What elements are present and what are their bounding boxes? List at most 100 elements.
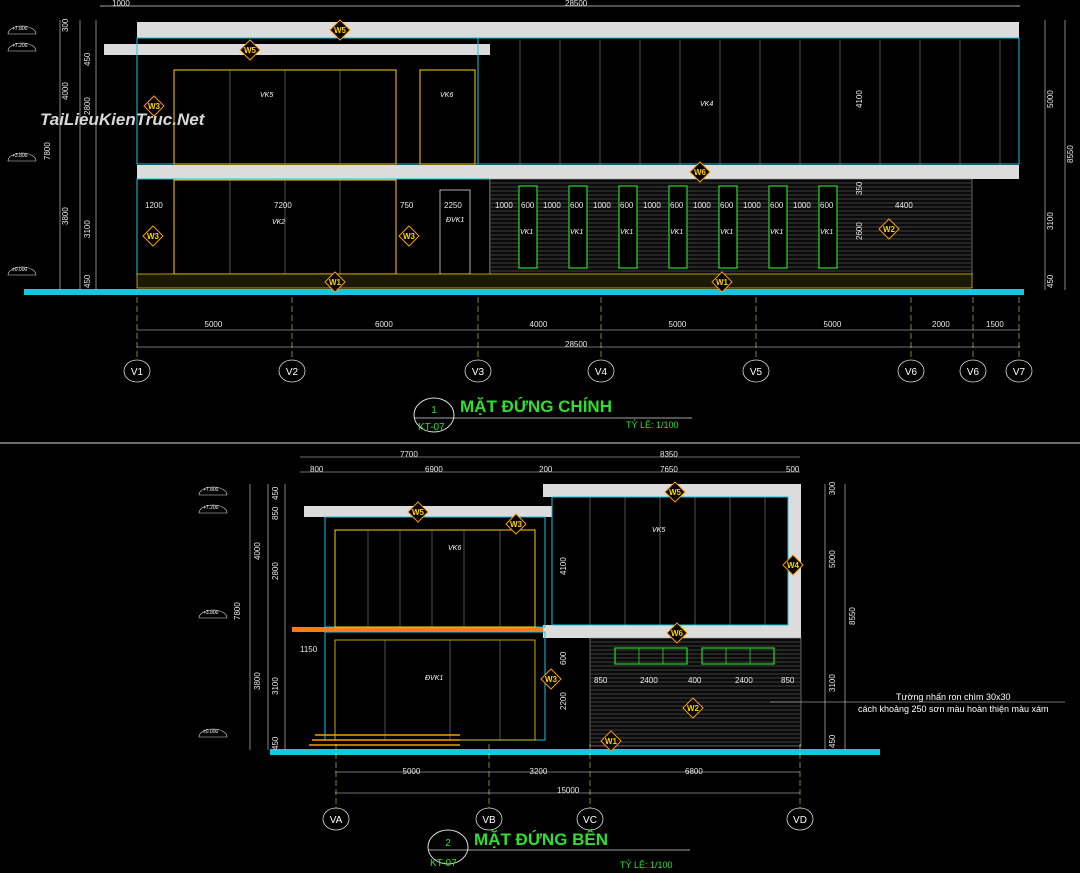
svg-text:4000: 4000 bbox=[61, 82, 70, 100]
svg-text:V5: V5 bbox=[750, 367, 763, 378]
svg-text:450: 450 bbox=[828, 734, 837, 748]
e1-window-vk1-label: VK1 bbox=[620, 229, 633, 236]
svg-text:W4: W4 bbox=[787, 561, 800, 570]
svg-text:3100: 3100 bbox=[1046, 212, 1055, 230]
e1-window-dim: 1000 bbox=[543, 201, 561, 210]
e1-title: MẶT ĐỨNG CHÍNH bbox=[460, 397, 612, 416]
e1-window-dim: 1000 bbox=[743, 201, 761, 210]
svg-text:W5: W5 bbox=[412, 508, 425, 517]
svg-text:W1: W1 bbox=[716, 278, 729, 287]
e2-upper-window-vk6 bbox=[334, 529, 536, 628]
e2-number: 2 bbox=[445, 838, 451, 849]
e2-top-dim-2: 8350 bbox=[660, 450, 678, 459]
e1-right-dims: 5000 8550 3100 450 4100 350 2600 bbox=[855, 20, 1075, 290]
svg-text:4100: 4100 bbox=[559, 557, 568, 575]
svg-text:3100: 3100 bbox=[271, 677, 280, 695]
e1-tag-w1: W1 bbox=[324, 271, 346, 293]
svg-text:750: 750 bbox=[400, 201, 414, 210]
e1-window-vk1-label: VK1 bbox=[820, 229, 833, 236]
e2-grid-bubble-vb: VB bbox=[475, 807, 503, 831]
svg-text:300: 300 bbox=[61, 18, 70, 32]
svg-text:ĐVK1: ĐVK1 bbox=[446, 217, 464, 224]
e2-window-dim: 400 bbox=[688, 676, 702, 685]
e1-window-vk1-label: VK1 bbox=[670, 229, 683, 236]
e1-tag-w1: W1 bbox=[711, 271, 733, 293]
e1-grid-bubble-v1: V1 bbox=[123, 359, 151, 383]
svg-text:350: 350 bbox=[855, 181, 864, 195]
svg-text:V4: V4 bbox=[595, 367, 608, 378]
svg-text:V6: V6 bbox=[905, 367, 918, 378]
e1-window-vk1 bbox=[818, 185, 838, 269]
e1-bottom-dims bbox=[137, 329, 1020, 348]
e2-tag-w2: W2 bbox=[682, 697, 704, 719]
svg-text:W6: W6 bbox=[694, 168, 707, 177]
e2-grid-bubble-vd: VD bbox=[786, 807, 814, 831]
e1-left-dims: 300 450 4000 2800 7800 3800 3100 450 bbox=[43, 18, 97, 290]
e1-tag-w3: W3 bbox=[398, 225, 420, 247]
svg-text:450: 450 bbox=[83, 52, 92, 66]
svg-text:450: 450 bbox=[271, 736, 280, 750]
svg-text:W3: W3 bbox=[403, 232, 416, 241]
svg-text:+7.800: +7.800 bbox=[203, 487, 219, 493]
svg-text:W2: W2 bbox=[883, 225, 896, 234]
e2-sheet: KT-07 bbox=[430, 858, 457, 869]
svg-text:W5: W5 bbox=[669, 488, 682, 497]
e1-roof-slab bbox=[137, 22, 1019, 38]
e2-tag-w4: W4 bbox=[782, 554, 804, 576]
e2-title-block: 2 KT-07 MẶT ĐỨNG BÊN TỶ LỆ: 1/100 bbox=[427, 829, 690, 870]
svg-text:VK2: VK2 bbox=[272, 219, 285, 226]
svg-text:850: 850 bbox=[271, 506, 280, 520]
watermark: TaiLieuKienTruc.Net bbox=[40, 110, 206, 129]
e1-window-dim: 600 bbox=[820, 201, 834, 210]
e2-grid-bubble-va: VA bbox=[322, 807, 350, 831]
e1-window-dim: 1000 bbox=[593, 201, 611, 210]
svg-text:ĐVK1: ĐVK1 bbox=[425, 675, 443, 682]
e1-window-vk1 bbox=[768, 185, 788, 269]
e2-ground-line bbox=[270, 749, 880, 755]
svg-text:5000: 5000 bbox=[828, 550, 837, 568]
svg-text:±0.000: ±0.000 bbox=[12, 267, 27, 273]
svg-text:+3.800: +3.800 bbox=[12, 153, 28, 159]
svg-text:1200: 1200 bbox=[145, 201, 163, 210]
e2-bottom-dim: 3200 bbox=[530, 767, 548, 776]
e1-level-markers: +7.800 +7.200 +3.800 ±0.000 bbox=[7, 25, 37, 276]
svg-text:450: 450 bbox=[1046, 274, 1055, 288]
e1-number: 1 bbox=[431, 405, 437, 416]
e2-left-dims: 450 850 4000 2800 7800 3800 3100 450 bbox=[233, 484, 286, 750]
svg-text:V6: V6 bbox=[967, 367, 980, 378]
svg-text:+3.800: +3.800 bbox=[203, 610, 219, 616]
svg-text:W2: W2 bbox=[687, 704, 700, 713]
svg-text:W3: W3 bbox=[147, 232, 160, 241]
e1-top-dim-2: 28500 bbox=[565, 0, 588, 8]
e1-window-dim: 600 bbox=[720, 201, 734, 210]
e1-window-dim: 600 bbox=[670, 201, 684, 210]
svg-text:8550: 8550 bbox=[1066, 145, 1075, 163]
e2-level-markers: +7.800 +7.200 +3.800 ±0.000 bbox=[198, 486, 228, 738]
e1-window-vk1 bbox=[718, 185, 738, 269]
e1-window-vk1-label: VK1 bbox=[770, 229, 783, 236]
svg-text:2200: 2200 bbox=[559, 692, 568, 710]
svg-text:2800: 2800 bbox=[83, 97, 92, 115]
svg-text:V7: V7 bbox=[1013, 367, 1026, 378]
e2-tag-w1: W1 bbox=[600, 730, 622, 752]
e2-floor-band bbox=[292, 627, 543, 632]
elevation-1: TaiLieuKienTruc.Net 1000 28500 bbox=[7, 0, 1075, 433]
e1-upper-block-right bbox=[477, 37, 1020, 165]
e2-window-left bbox=[614, 647, 688, 665]
svg-text:300: 300 bbox=[828, 481, 837, 495]
e2-total-dim: 15000 bbox=[557, 786, 580, 795]
e1-window-dim: 600 bbox=[570, 201, 584, 210]
e1-vk-labels: VK5 VK6 VK4 VK2 ĐVK1 bbox=[260, 92, 713, 226]
e2-note-line1: Tường nhấn ron chìm 30x30 bbox=[896, 692, 1011, 702]
e1-bottom-dim: 5000 bbox=[205, 320, 223, 329]
e1-window-vk1-label: VK1 bbox=[520, 229, 533, 236]
e2-steps bbox=[309, 734, 460, 746]
e1-bottom-dim: 6000 bbox=[375, 320, 393, 329]
svg-text:7200: 7200 bbox=[274, 201, 292, 210]
e1-grid-bubble-v4: V4 bbox=[587, 359, 615, 383]
svg-text:V2: V2 bbox=[286, 367, 299, 378]
e1-top-dim-1: 1000 bbox=[112, 0, 130, 8]
svg-text:2600: 2600 bbox=[855, 222, 864, 240]
e1-ground-line bbox=[24, 289, 1024, 295]
